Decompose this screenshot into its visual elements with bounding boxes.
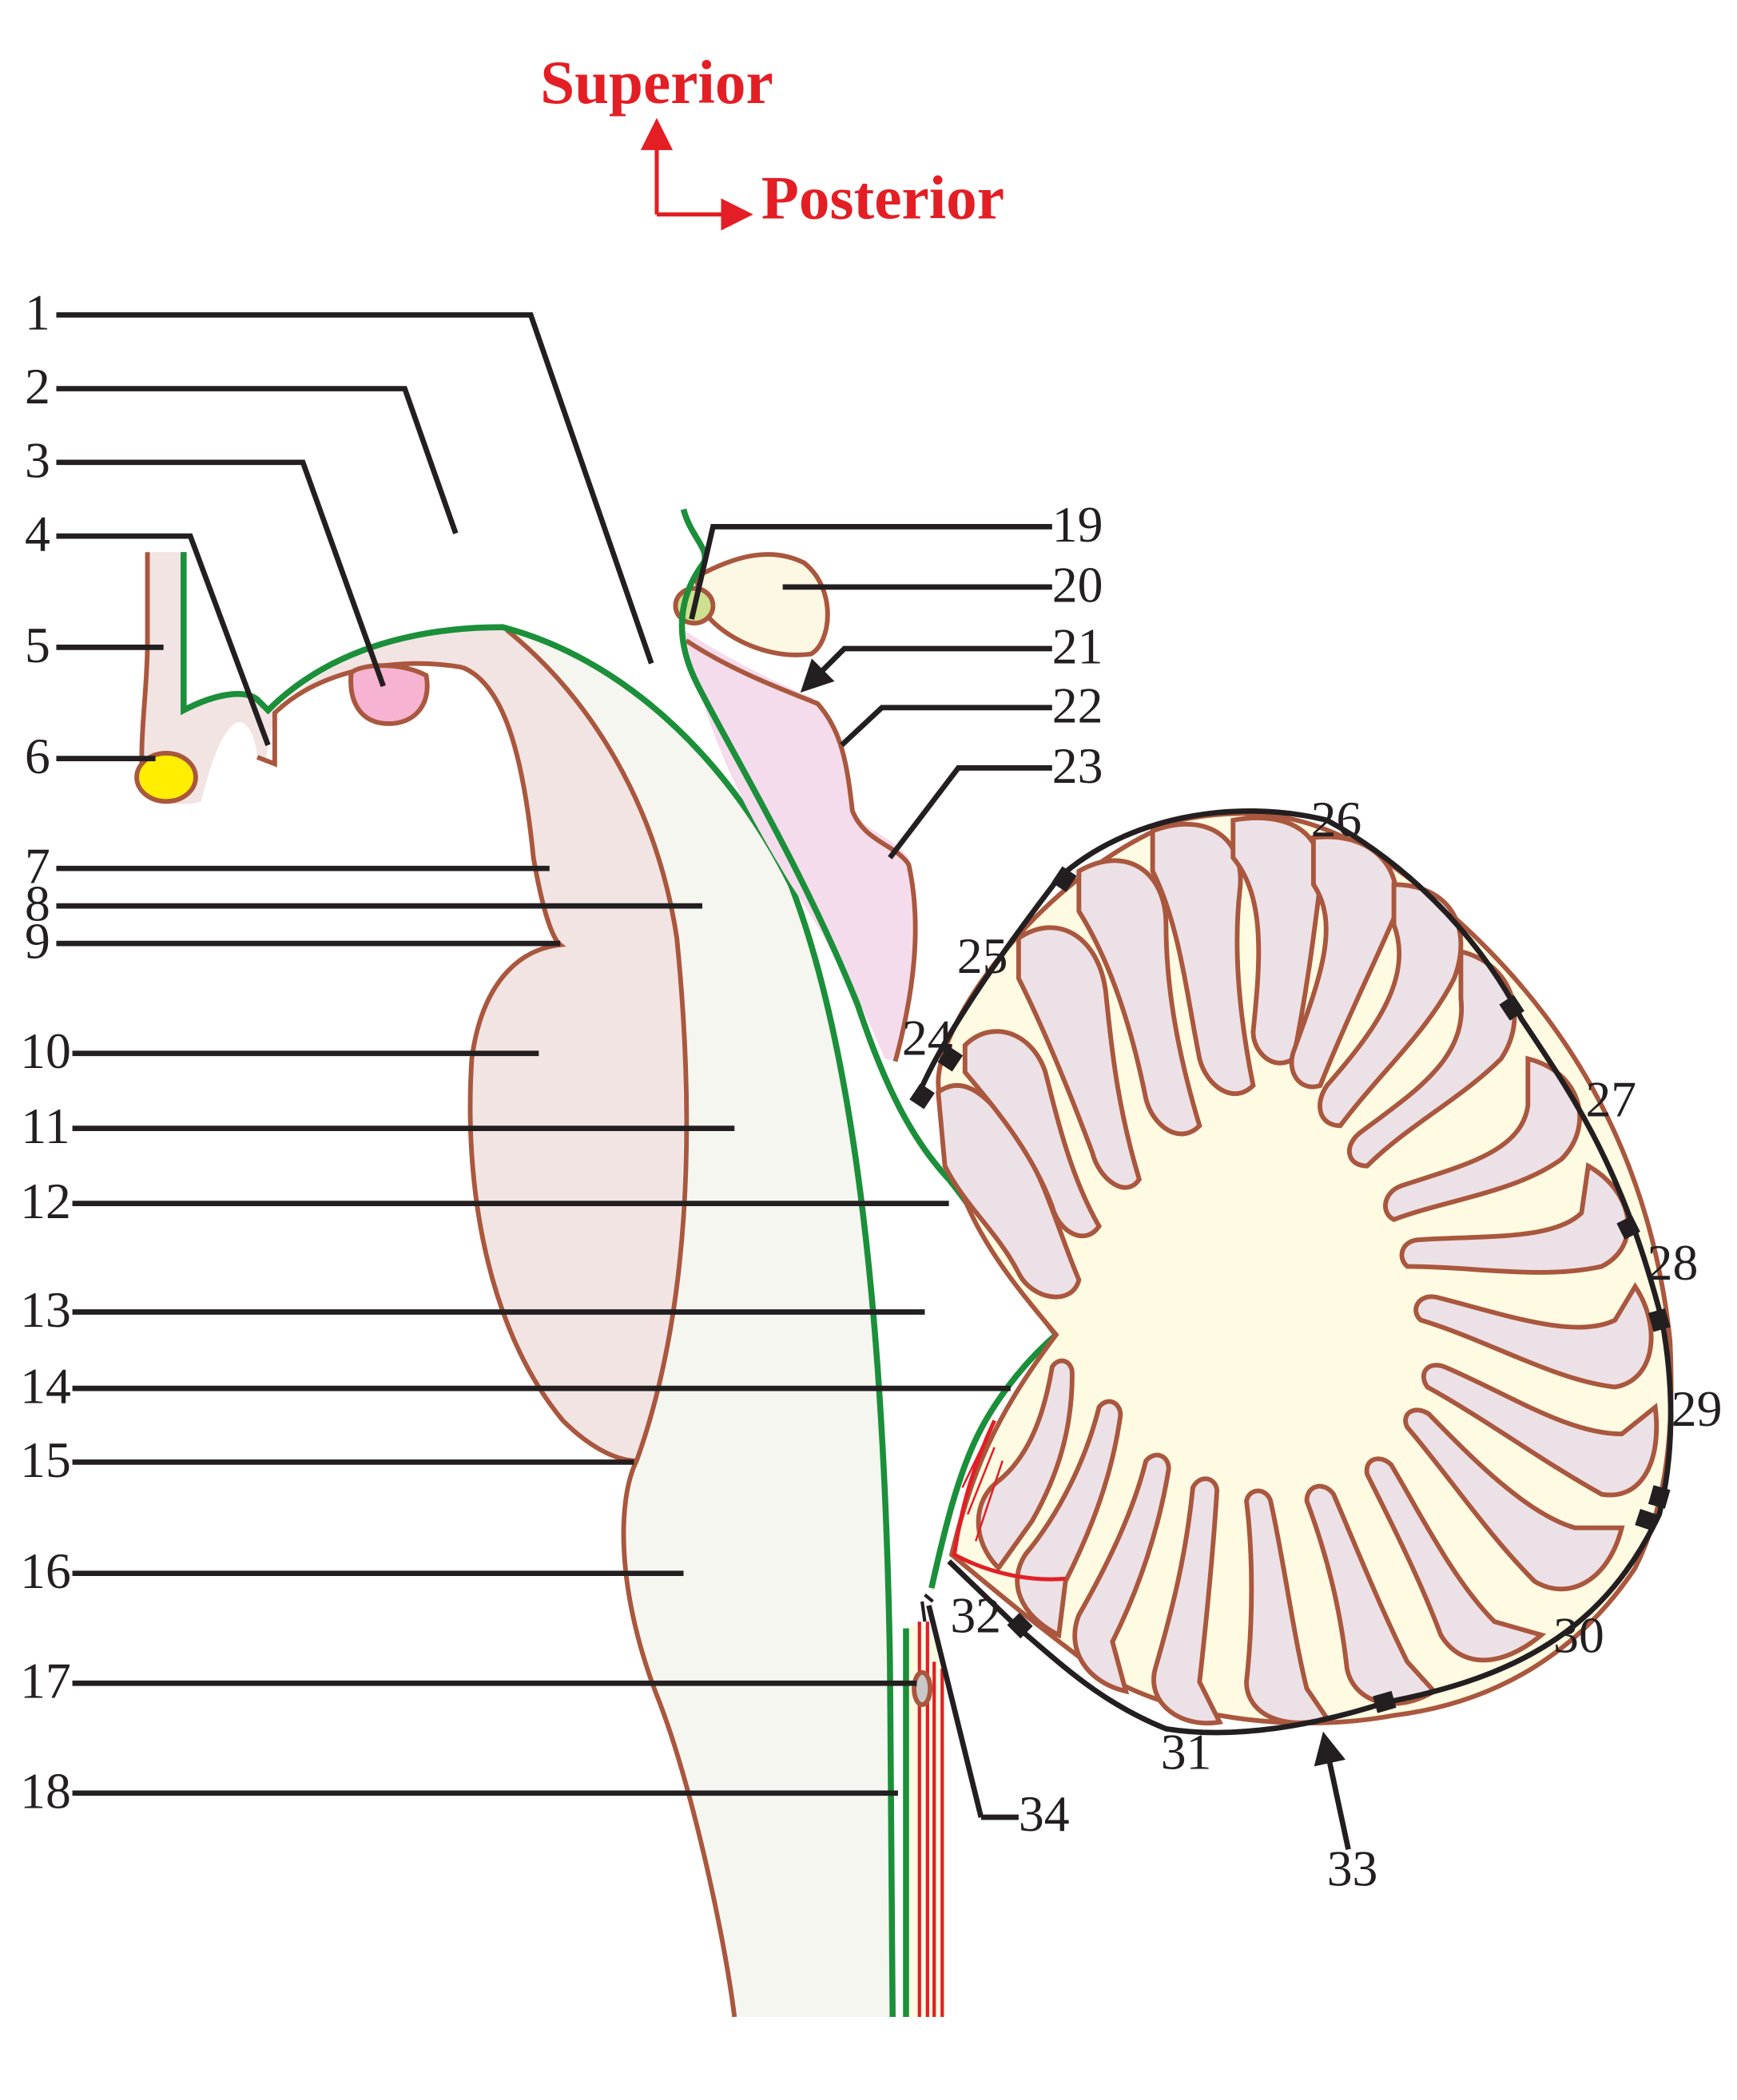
label-4: 4 <box>25 506 50 562</box>
pia-mater-anterior <box>181 552 896 2018</box>
pia-mater-posterior <box>678 508 1061 1589</box>
leader-23 <box>888 764 1052 859</box>
label-33: 33 <box>1327 1840 1378 1897</box>
label-20: 20 <box>1052 556 1103 613</box>
tectal-plate <box>683 629 916 1062</box>
label-34: 34 <box>1019 1785 1070 1842</box>
number-labels: 1 2 3 4 5 6 7 8 9 10 11 12 13 14 15 16 1… <box>20 284 1722 1897</box>
superior-label: Superior <box>540 48 773 117</box>
label-29: 29 <box>1671 1380 1723 1437</box>
label-30: 30 <box>1553 1607 1604 1664</box>
label-10: 10 <box>20 1022 71 1079</box>
leader-3 <box>56 459 386 688</box>
label-12: 12 <box>20 1173 71 1229</box>
label-15: 15 <box>20 1431 71 1488</box>
cerebellar-folia <box>936 816 1659 1726</box>
choroid-plexus-vessels <box>961 1440 1004 1542</box>
orientation-indicator: Superior Posterior <box>540 48 1004 232</box>
leader-33 <box>1314 1731 1351 1850</box>
label-1: 1 <box>25 284 50 341</box>
tegmentum-boundary <box>505 628 737 2018</box>
anatomy-drawing <box>134 508 1674 2018</box>
leader-lines <box>56 312 1351 1850</box>
yellow-structure <box>134 750 198 804</box>
label-22: 22 <box>1052 677 1103 733</box>
label-25: 25 <box>957 927 1008 984</box>
label-31: 31 <box>1161 1724 1212 1780</box>
pons-outline <box>461 665 637 1463</box>
posterior-label: Posterior <box>761 163 1004 232</box>
choroid-plexus <box>952 1419 1066 1582</box>
leader-2 <box>56 386 459 534</box>
leader-4 <box>56 533 271 746</box>
label-14: 14 <box>20 1358 71 1415</box>
label-13: 13 <box>20 1281 71 1338</box>
label-9: 9 <box>25 913 50 970</box>
label-18: 18 <box>20 1762 71 1819</box>
label-5: 5 <box>25 617 50 673</box>
label-28: 28 <box>1648 1234 1699 1291</box>
label-26: 26 <box>1311 791 1362 848</box>
label-21: 21 <box>1052 617 1103 674</box>
leader-19 <box>689 524 1052 620</box>
foramen-edges <box>920 1593 934 1622</box>
leader-1 <box>56 312 654 665</box>
leader-22 <box>840 705 1052 748</box>
obex-structure <box>912 1669 933 1708</box>
label-27: 27 <box>1585 1071 1636 1128</box>
label-17: 17 <box>20 1653 71 1709</box>
cerebellar-surface-outline <box>914 808 1674 1736</box>
leader-34 <box>926 1605 1019 1820</box>
label-7: 7 <box>25 838 50 895</box>
label-11: 11 <box>21 1098 70 1154</box>
label-3: 3 <box>25 431 50 488</box>
lobule-boundary-ticks <box>909 866 1671 1713</box>
basal-pons-region <box>141 552 684 1461</box>
leader-21 <box>800 645 1052 693</box>
mammillary-body <box>348 663 430 726</box>
brainstem-white-matter <box>274 627 893 2018</box>
label-16: 16 <box>20 1542 71 1599</box>
label-32: 32 <box>950 1586 1001 1643</box>
label-24: 24 <box>902 1009 953 1066</box>
label-2: 2 <box>25 358 50 415</box>
tectum-outline <box>685 638 918 1062</box>
posterior-vessel-lining <box>932 1661 944 2018</box>
label-8: 8 <box>25 875 50 932</box>
label-6: 6 <box>25 728 50 784</box>
label-19: 19 <box>1052 496 1103 553</box>
label-23: 23 <box>1052 737 1103 794</box>
cerebellum <box>909 808 1674 1736</box>
pineal-gland <box>694 552 830 657</box>
